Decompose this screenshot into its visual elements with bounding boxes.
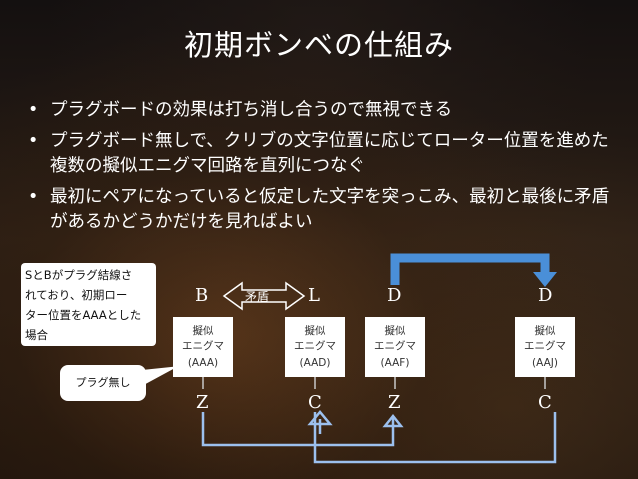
no-plug-callout: プラグ無し: [60, 365, 146, 401]
machine-bottom-letter: C: [538, 392, 552, 413]
box-label: エニグマ: [182, 340, 224, 352]
machine-bottom-letter: Z: [388, 392, 401, 413]
machine-top-letter: D: [538, 285, 553, 306]
machine-top-letter: D: [387, 285, 402, 306]
machine-bottom-letter: Z: [196, 392, 209, 413]
contradiction-arrow: [222, 281, 306, 311]
note-line: れており、初期ロー: [25, 288, 128, 302]
bullet-list: プラグボードの効果は打ち消し合うので無視できる プラグボード無しで、クリブの文字…: [22, 98, 622, 241]
box-label: 擬似: [384, 325, 406, 337]
pseudo-enigma-box: 擬似 エニグマ (AAA): [173, 317, 233, 377]
rotor-position: (AAJ): [532, 357, 558, 369]
rotor-position: (AAA): [187, 357, 219, 369]
assumption-note: SとBがプラグ結線さ れており、初期ロー ター位置をAAAとした 場合: [21, 263, 156, 346]
pseudo-enigma-box: 擬似 エニグマ (AAJ): [515, 317, 575, 377]
box-label: 擬似: [192, 325, 214, 337]
note-line: SとBがプラグ結線さ: [25, 268, 133, 282]
bullet-item: プラグボードの効果は打ち消し合うので無視できる: [22, 98, 622, 123]
chain-wires: [201, 412, 557, 464]
arrowhead-c: [307, 410, 333, 426]
feed-bracket: [390, 253, 550, 285]
arrowhead-z: [382, 413, 404, 428]
machine-bottom-letter: C: [308, 392, 322, 413]
box-label: エニグマ: [524, 340, 566, 352]
note-line: 場合: [25, 328, 48, 342]
note-line: ター位置をAAAとした: [25, 308, 142, 322]
bullet-item: プラグボード無しで、クリブの文字位置に応じてローター位置を進めた複数の擬似エニグ…: [22, 129, 622, 179]
feed-arrowhead: [533, 272, 557, 287]
machine-top-letter: L: [308, 285, 320, 306]
slide-title: 初期ボンベの仕組み: [183, 28, 454, 62]
rotor-position: (AAF): [380, 357, 410, 369]
pseudo-enigma-box: 擬似 エニグマ (AAD): [285, 317, 345, 377]
pseudo-enigma-box: 擬似 エニグマ (AAF): [365, 317, 425, 377]
bullet-item: 最初にペアになっていると仮定した文字を突っこみ、最初と最後に矛盾があるかどうかだ…: [22, 185, 622, 235]
box-label: エニグマ: [294, 340, 336, 352]
box-connectors: [202, 376, 546, 389]
box-label: 擬似: [534, 325, 556, 337]
machine-top-letter: B: [195, 285, 209, 306]
box-label: エニグマ: [374, 340, 416, 352]
rotor-position: (AAD): [299, 357, 331, 369]
contradiction-label: 矛盾: [245, 290, 270, 304]
box-label: 擬似: [304, 325, 326, 337]
